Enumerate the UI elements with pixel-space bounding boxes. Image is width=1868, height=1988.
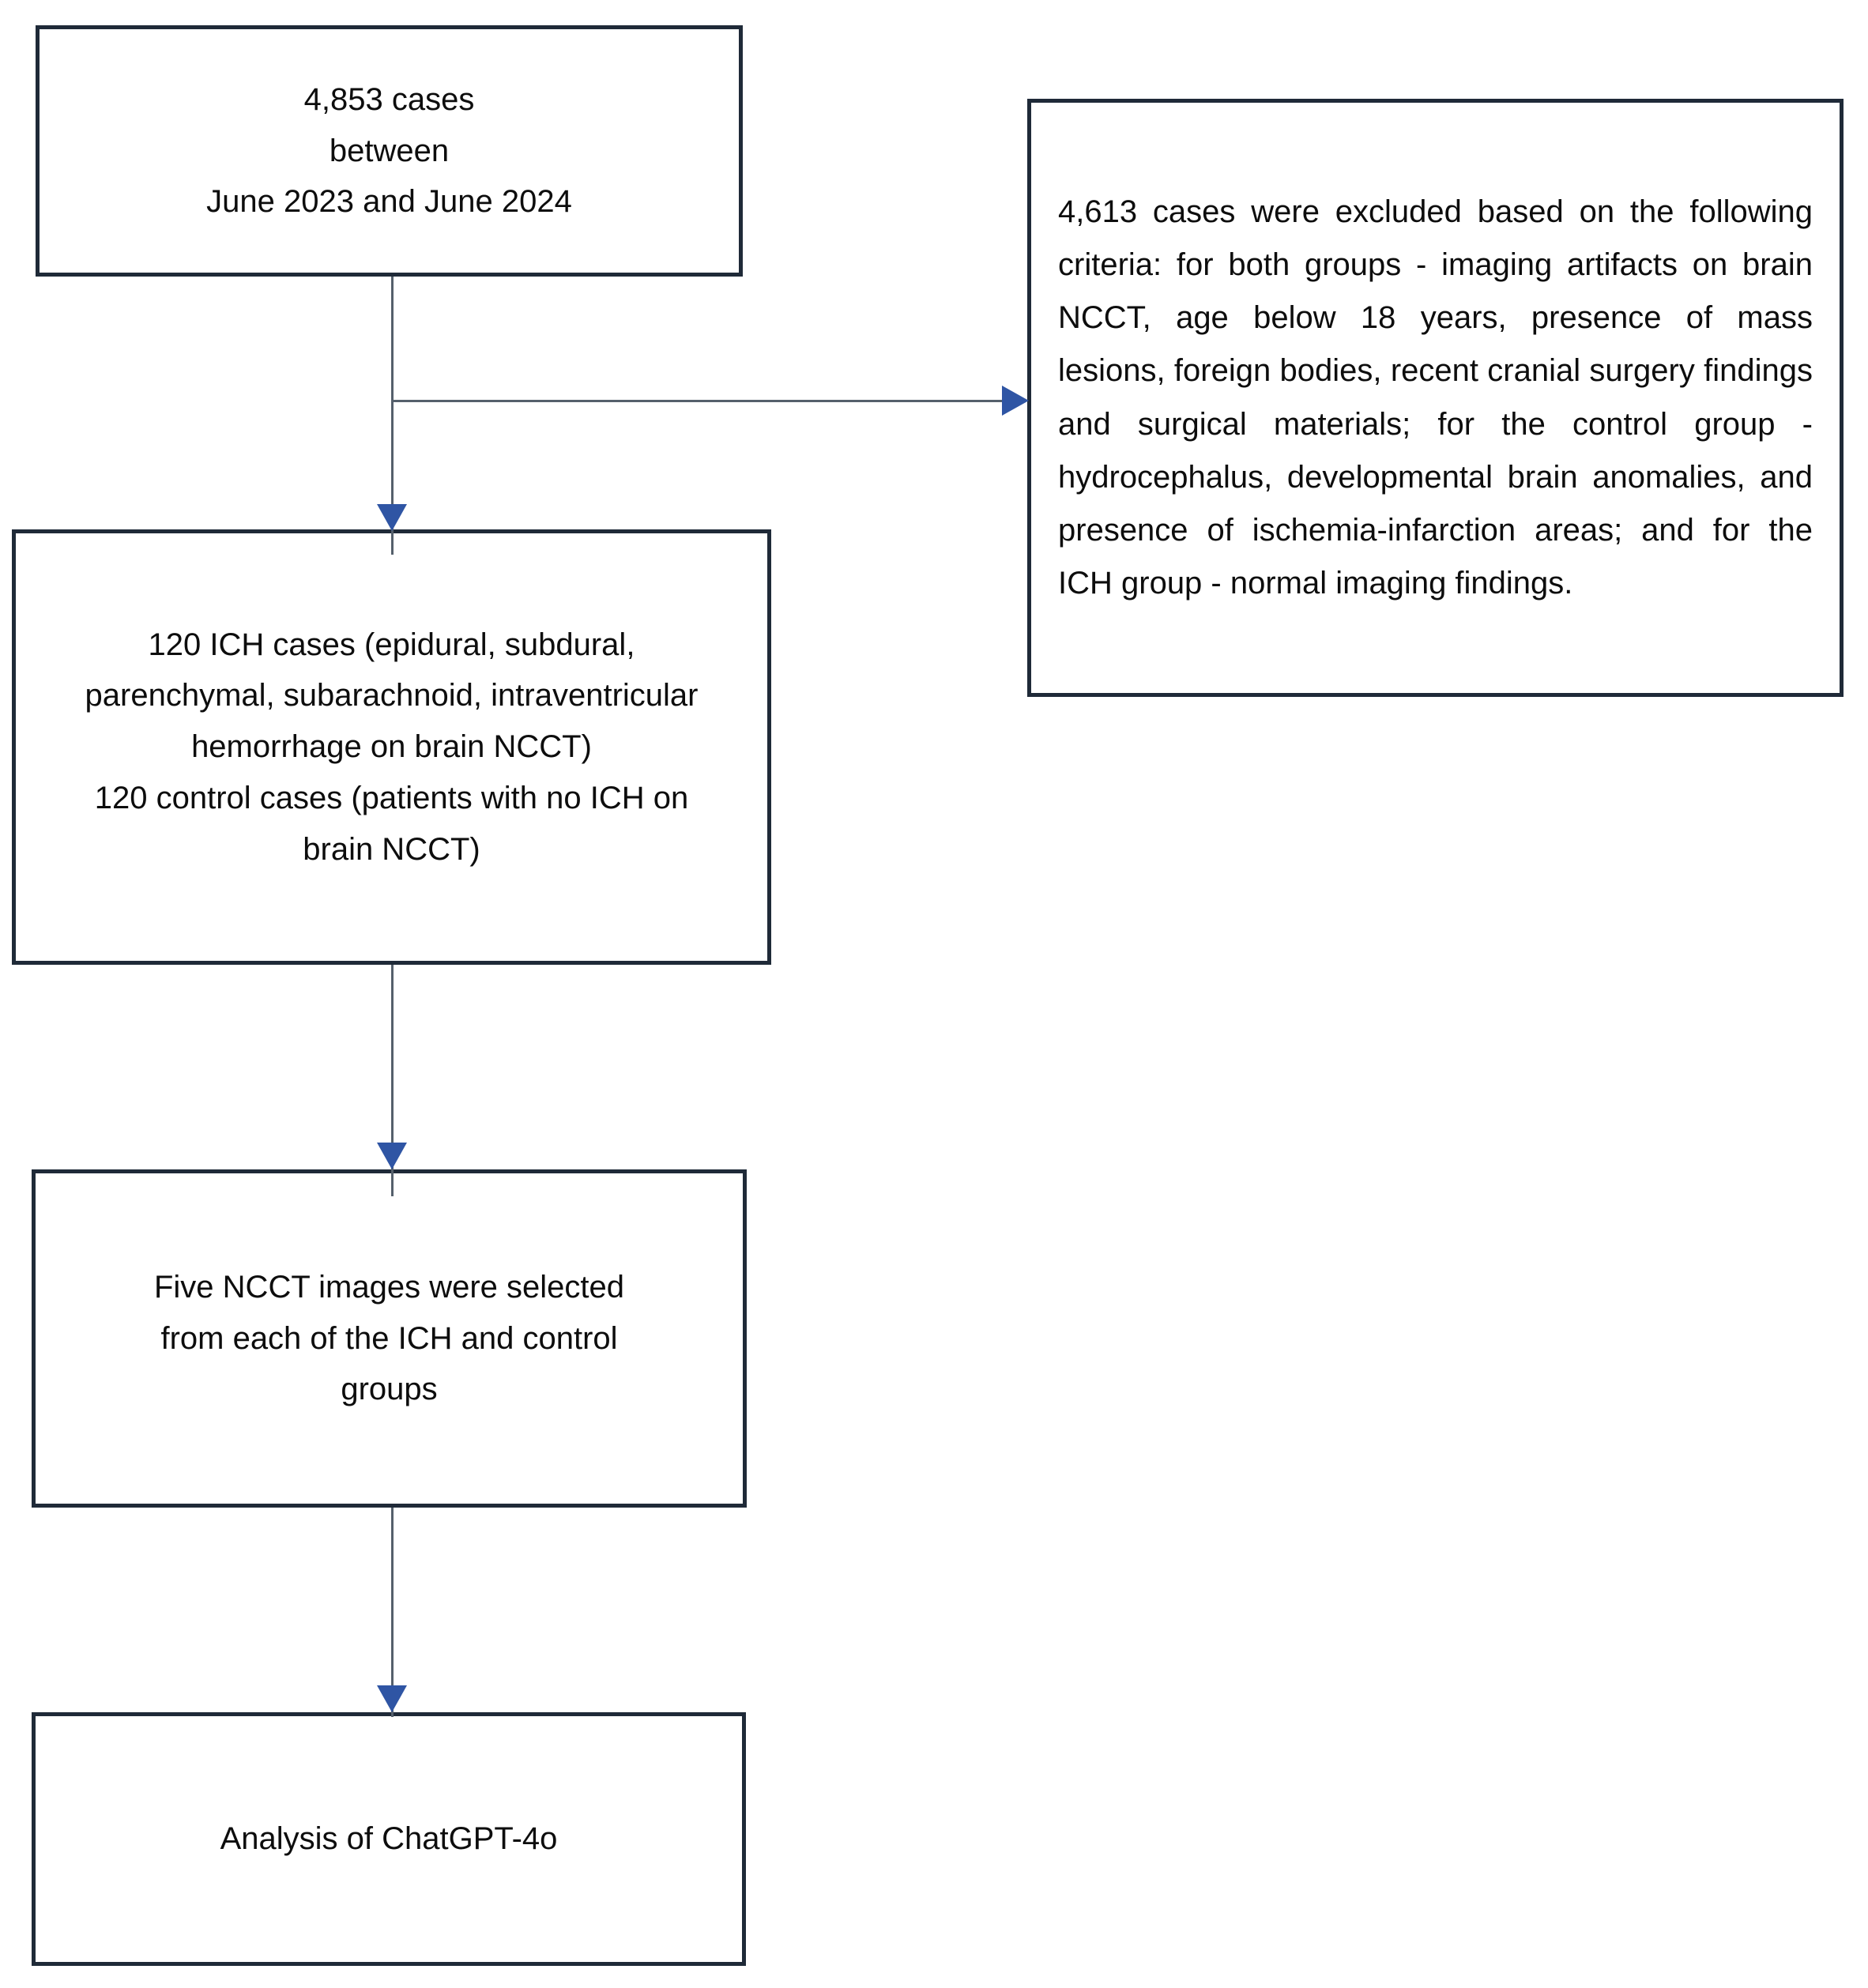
exclusion-criteria-box: 4,613 cases were excluded based on the f… (1027, 99, 1844, 697)
cohort-line-1: 4,853 cases (303, 81, 475, 117)
analysis-text: Analysis of ChatGPT-4o (36, 1813, 742, 1865)
analysis-line-1: Analysis of ChatGPT-4o (220, 1821, 558, 1857)
connector-selection-to-images-line (391, 965, 394, 1196)
arrow-down-icon-cohort-to-selection (377, 504, 407, 531)
included-cases-box: 120 ICH cases (epidural, subdural, paren… (12, 529, 771, 965)
connector-images-to-analysis-line (391, 1508, 394, 1717)
exclusion-criteria-text: 4,613 cases were excluded based on the f… (1058, 194, 1813, 601)
initial-cohort-text: 4,853 cases between June 2023 and June 2… (40, 74, 739, 228)
analysis-box: Analysis of ChatGPT-4o (32, 1712, 746, 1966)
arrow-down-icon-selection-to-images (377, 1143, 407, 1169)
selection-line-3: hemorrhage on brain NCCT) (191, 729, 592, 765)
cohort-line-3: June 2023 and June 2024 (206, 184, 572, 220)
connector-cohort-to-selection-line (391, 277, 394, 555)
initial-cohort-box: 4,853 cases between June 2023 and June 2… (36, 25, 743, 277)
selection-line-5: brain NCCT) (303, 831, 480, 867)
connector-cohort-to-exclusion-line (391, 400, 1004, 402)
selection-line-2: parenchymal, subarachnoid, intraventricu… (85, 678, 699, 713)
images-line-1: Five NCCT images were selected (153, 1269, 625, 1305)
arrow-down-icon-images-to-analysis (377, 1685, 407, 1712)
image-selection-text: Five NCCT images were selected from each… (36, 1262, 743, 1415)
selection-line-1: 120 ICH cases (epidural, subdural, (148, 627, 635, 662)
selection-line-4: 120 control cases (patients with no ICH … (94, 780, 689, 815)
images-line-2: from each of the ICH and control (160, 1320, 618, 1356)
included-cases-text: 120 ICH cases (epidural, subdural, paren… (16, 619, 767, 875)
image-selection-box: Five NCCT images were selected from each… (32, 1169, 747, 1508)
images-line-3: groups (341, 1372, 438, 1407)
cohort-line-2: between (329, 133, 450, 168)
arrow-right-icon-cohort-to-exclusion (1002, 386, 1029, 416)
